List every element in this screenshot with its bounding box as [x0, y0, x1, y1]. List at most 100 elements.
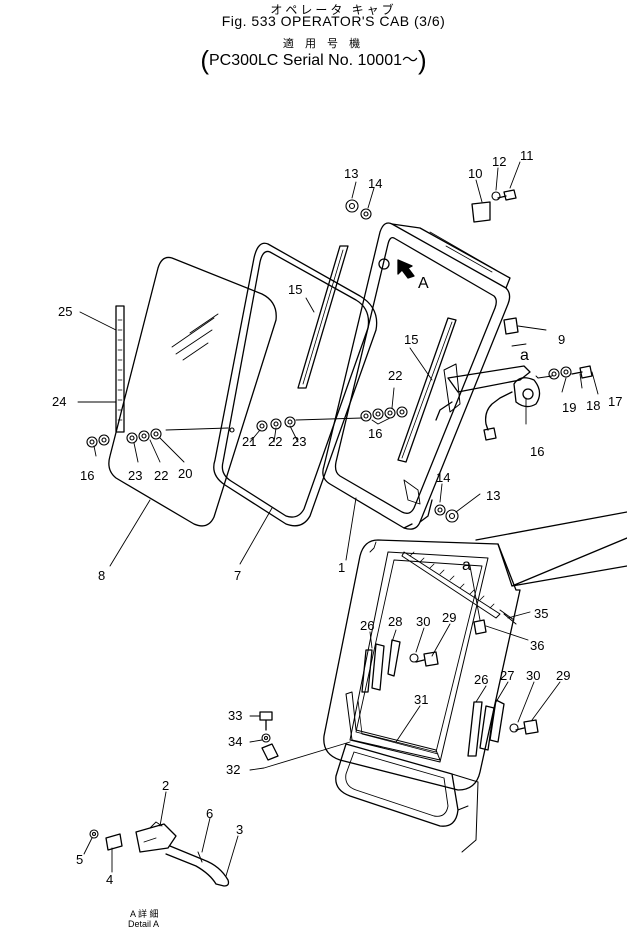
frame-bottom-ledge	[403, 499, 433, 529]
callout-15b: 15	[404, 332, 418, 347]
frame-top-ledge	[391, 223, 511, 289]
callout-11: 11	[520, 148, 534, 163]
view-label-a: A	[418, 275, 429, 292]
callout-27: 27	[500, 668, 514, 683]
callout-21: 21	[242, 434, 256, 449]
callout-30: 30	[416, 614, 430, 629]
callout-26: 26	[360, 618, 374, 633]
bolt-11	[497, 189, 517, 201]
callout-6: 6	[206, 806, 213, 821]
sliding-rail	[401, 551, 501, 619]
callout-1: 1	[338, 560, 345, 575]
bracket-right-a	[467, 701, 483, 757]
callout-12: 12	[492, 154, 506, 169]
bracket-right-b	[479, 705, 495, 751]
callout-3: 3	[236, 822, 243, 837]
bracket-32	[261, 743, 279, 761]
latch-plate	[135, 823, 177, 853]
callout-9: 9	[558, 332, 565, 347]
callout-16: 16	[80, 468, 94, 483]
bolt-29-lower	[515, 719, 539, 735]
callout-31: 31	[414, 692, 428, 707]
callout-13b: 13	[486, 488, 500, 503]
callout-17: 17	[608, 394, 622, 409]
bracket-left-b	[371, 643, 385, 691]
callout-16b: 16	[368, 426, 382, 441]
rubber-strip-left	[297, 245, 349, 389]
bolt-36	[473, 619, 487, 635]
mark-a-lower: a	[462, 557, 471, 574]
leader-lines	[77, 161, 599, 877]
bolt-33	[259, 711, 273, 731]
cab-window-opening	[349, 551, 489, 763]
callout-4: 4	[106, 872, 113, 887]
wiper-motor-body	[513, 377, 541, 408]
wiper-motor-bracket	[447, 365, 531, 393]
callout-13: 13	[344, 166, 358, 181]
callout-7: 7	[234, 568, 241, 583]
callout-16c: 16	[530, 444, 544, 459]
callout-36: 36	[530, 638, 544, 653]
callout-19: 19	[562, 400, 576, 415]
japanese-title: オペレータ キャブ	[270, 3, 397, 17]
japanese-applicable-label: 適 用 号 機	[282, 38, 365, 50]
callout-33: 33	[228, 708, 242, 723]
bracket-left-a	[361, 649, 373, 693]
detail-caption-en: Detail A	[128, 919, 159, 929]
bolt-29-upper	[415, 651, 439, 667]
glass-hatching	[171, 313, 219, 361]
figure-title: Fig. 533 OPERATOR'S CAB (3/6)	[221, 13, 446, 29]
callout-29b: 29	[556, 668, 570, 683]
callout-14: 14	[368, 176, 382, 191]
callout-15: 15	[288, 282, 302, 297]
latch-rod	[165, 845, 230, 887]
callout-20: 20	[178, 466, 192, 481]
callout-18: 18	[586, 398, 600, 413]
callout-10: 10	[468, 166, 482, 181]
nut-washer-rings	[86, 191, 572, 839]
cab-lower-section	[335, 743, 459, 827]
serial-text: PC300LC Serial No. 10001～	[208, 52, 418, 69]
weather-strip-inner	[221, 250, 370, 518]
cab-window-inner	[355, 559, 483, 753]
wiper-connector	[483, 427, 497, 441]
callout-22: 22	[154, 468, 168, 483]
callout-32: 32	[226, 762, 240, 777]
block-9	[503, 317, 519, 335]
bolt-17	[571, 365, 593, 379]
callout-labels: 1 2 3 4 5 6 7 8 9 10 11 12 13 14 15 15 1…	[52, 148, 622, 929]
callout-22b: 22	[268, 434, 282, 449]
cab-roof-edge	[475, 511, 627, 587]
weather-strip-outer	[213, 242, 378, 527]
detail-caption-jp: A 詳 細	[130, 908, 159, 919]
callout-28: 28	[388, 614, 402, 629]
callout-29: 29	[442, 610, 456, 625]
callout-8: 8	[98, 568, 105, 583]
view-arrow-a	[397, 259, 415, 279]
wiper-arm	[115, 305, 125, 433]
callout-5: 5	[76, 852, 83, 867]
glass-panel	[108, 256, 277, 527]
bolt-4	[105, 833, 123, 851]
callout-30b: 30	[526, 668, 540, 683]
cab-body-front-face	[323, 539, 521, 791]
callout-23: 23	[128, 468, 142, 483]
mark-a-upper: a	[520, 347, 529, 364]
seal-bottom	[345, 691, 441, 761]
callout-35: 35	[534, 606, 548, 621]
rubber-strip-right	[397, 317, 457, 463]
cab-frame-inner	[334, 236, 497, 514]
callout-23b: 23	[292, 434, 306, 449]
callout-2: 2	[162, 778, 169, 793]
callout-14b: 14	[436, 470, 450, 485]
callout-24: 24	[52, 394, 66, 409]
callout-22c: 22	[388, 368, 402, 383]
bracket-10	[471, 201, 491, 223]
callout-34: 34	[228, 734, 242, 749]
callout-26b: 26	[474, 672, 488, 687]
serial-range: (PC300LC Serial No. 10001～)	[200, 45, 427, 75]
bracket-27	[489, 699, 505, 743]
bracket-28	[387, 639, 401, 677]
callout-25: 25	[58, 304, 72, 319]
